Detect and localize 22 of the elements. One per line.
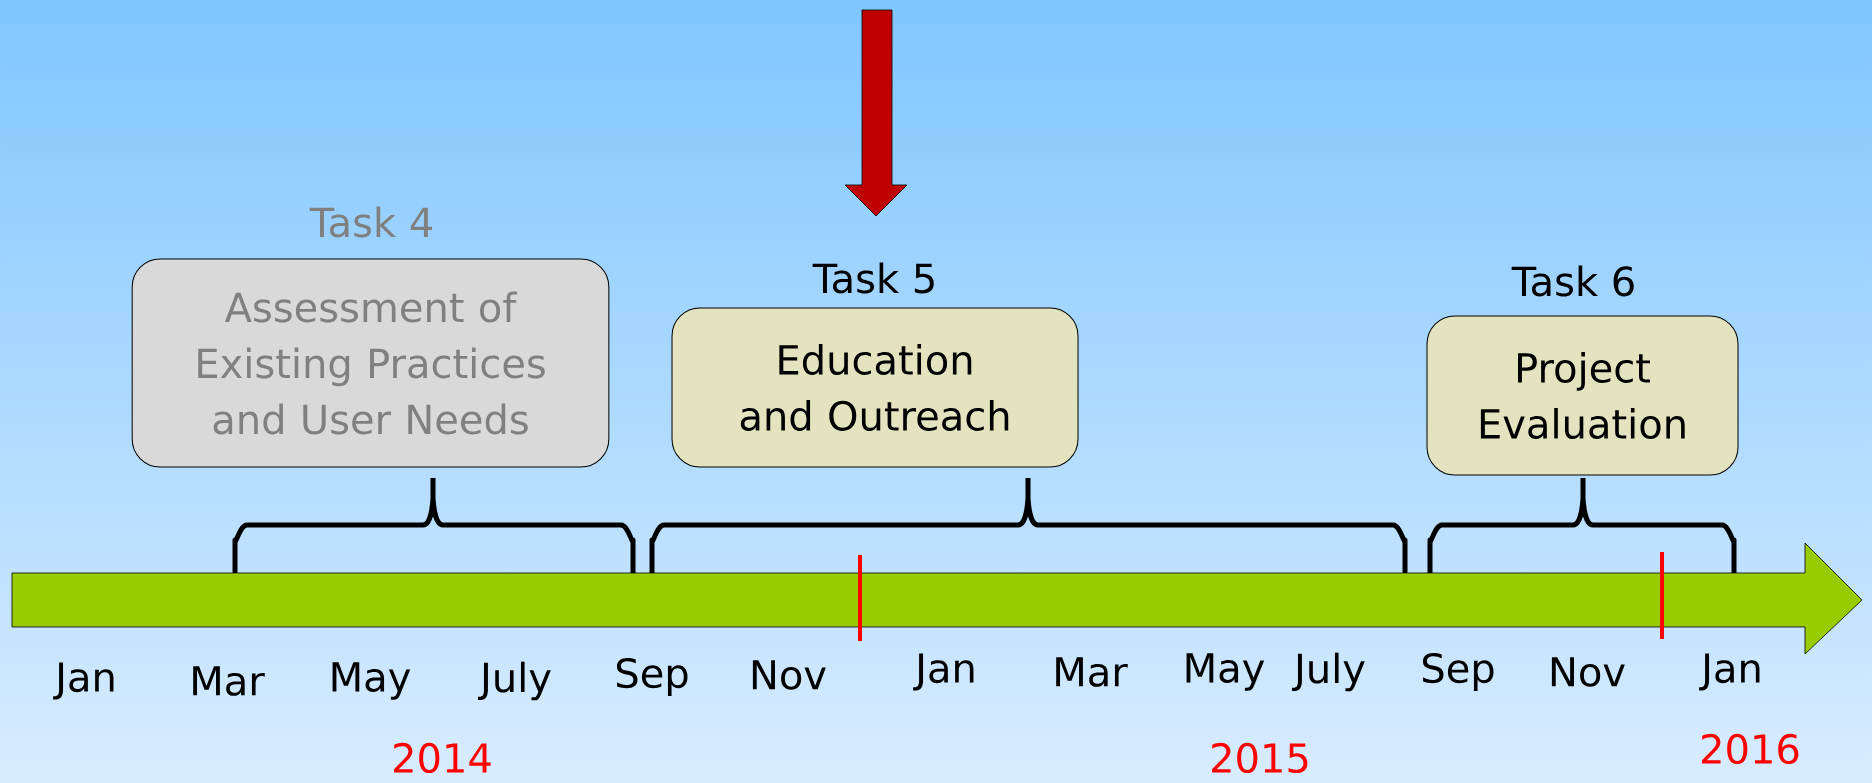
month-label: May	[1186, 653, 1265, 691]
month-label: Mar	[1056, 657, 1128, 687]
month-label: July	[477, 661, 551, 701]
month-label: July	[1291, 652, 1365, 692]
process-box: Project Evaluation	[1426, 315, 1739, 476]
year-label: 2014	[394, 742, 491, 774]
month-label: Sep	[1422, 653, 1494, 691]
year-label: 2016	[1702, 733, 1799, 765]
year-label: 2015	[1212, 742, 1308, 774]
month-label: Nov	[752, 660, 826, 690]
task-heading: Task 5	[812, 262, 934, 294]
task-heading: Task 4	[309, 206, 432, 238]
month-label: Nov	[1551, 657, 1625, 687]
process-box: Assessment of Existing Practices and User Needs	[131, 258, 610, 468]
task-heading: Task 6	[1511, 265, 1634, 297]
month-label: Sep	[616, 658, 688, 696]
month-label: Jan	[913, 653, 974, 691]
process-box: Education and Outreach	[671, 307, 1079, 468]
month-label: Mar	[193, 666, 265, 696]
month-label: May	[332, 662, 411, 700]
month-label: Jan	[53, 662, 114, 700]
month-label: Jan	[1699, 653, 1760, 691]
